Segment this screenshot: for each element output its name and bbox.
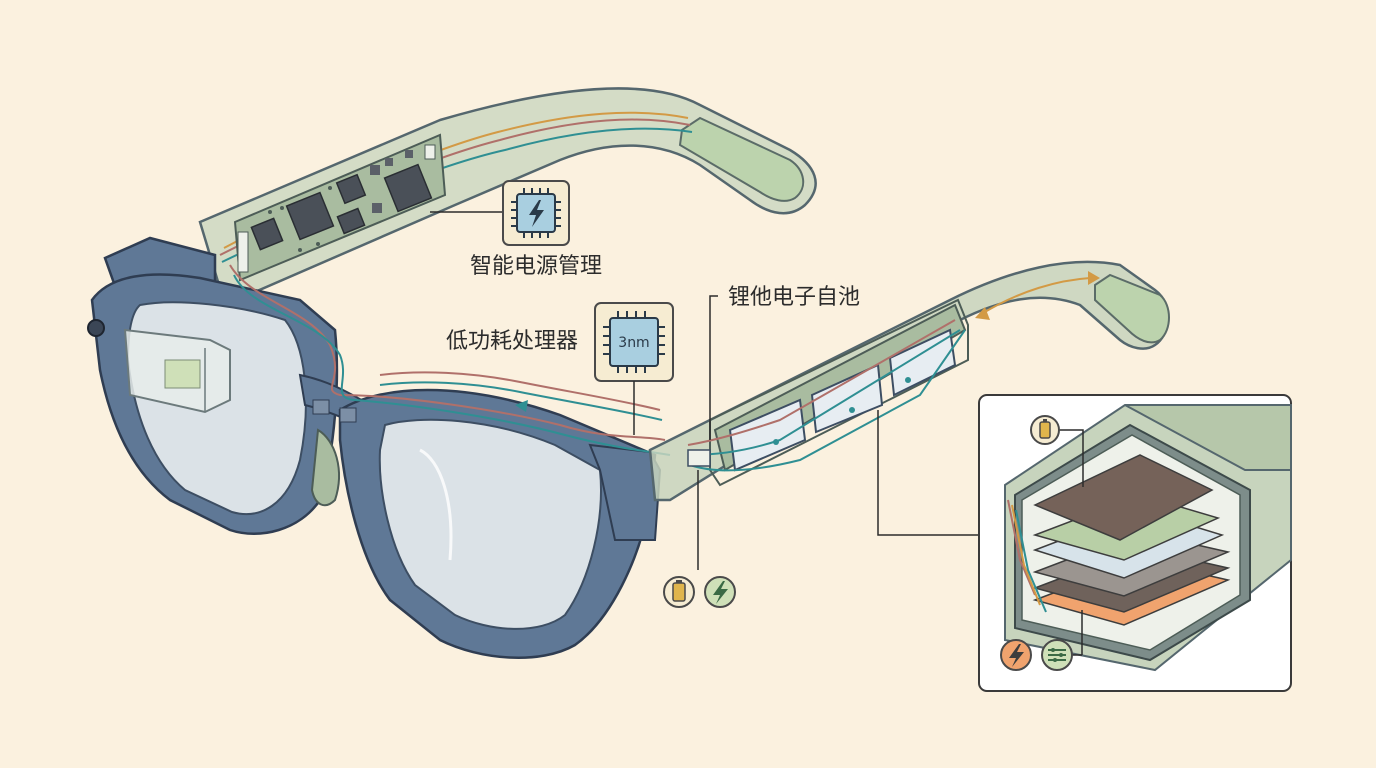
lightning-icon [704, 576, 736, 608]
battery-cell-3 [888, 328, 957, 397]
callout-processor: 低功耗处理器 3nm [446, 302, 674, 435]
battery-cross-section-inset [877, 394, 1292, 692]
battery-label: 锂他电子自池 [728, 285, 860, 310]
equalizer-icon [1041, 639, 1073, 671]
display-prism [123, 328, 231, 414]
battery-layer-stack [1032, 454, 1231, 626]
lightning-icon [1000, 639, 1032, 671]
callout-battery: 锂他电子自池 [663, 285, 860, 608]
battery-icon [663, 576, 695, 608]
battery-compartment [687, 298, 969, 487]
glasses-frame [87, 236, 662, 659]
circuit-board [233, 133, 447, 282]
processor-chip-text: 3nm [618, 335, 649, 351]
front-temple-arm [648, 260, 1170, 502]
low-power-processor-label: 低功耗处理器 [446, 329, 578, 354]
power-chip-icon [502, 180, 570, 246]
power-management-label: 智能电源管理 [470, 254, 602, 279]
processor-chip-icon: 3nm [594, 302, 674, 382]
battery-icon [1030, 415, 1060, 445]
frame-wires [229, 264, 671, 456]
callout-power-management: 智能电源管理 [430, 180, 602, 279]
